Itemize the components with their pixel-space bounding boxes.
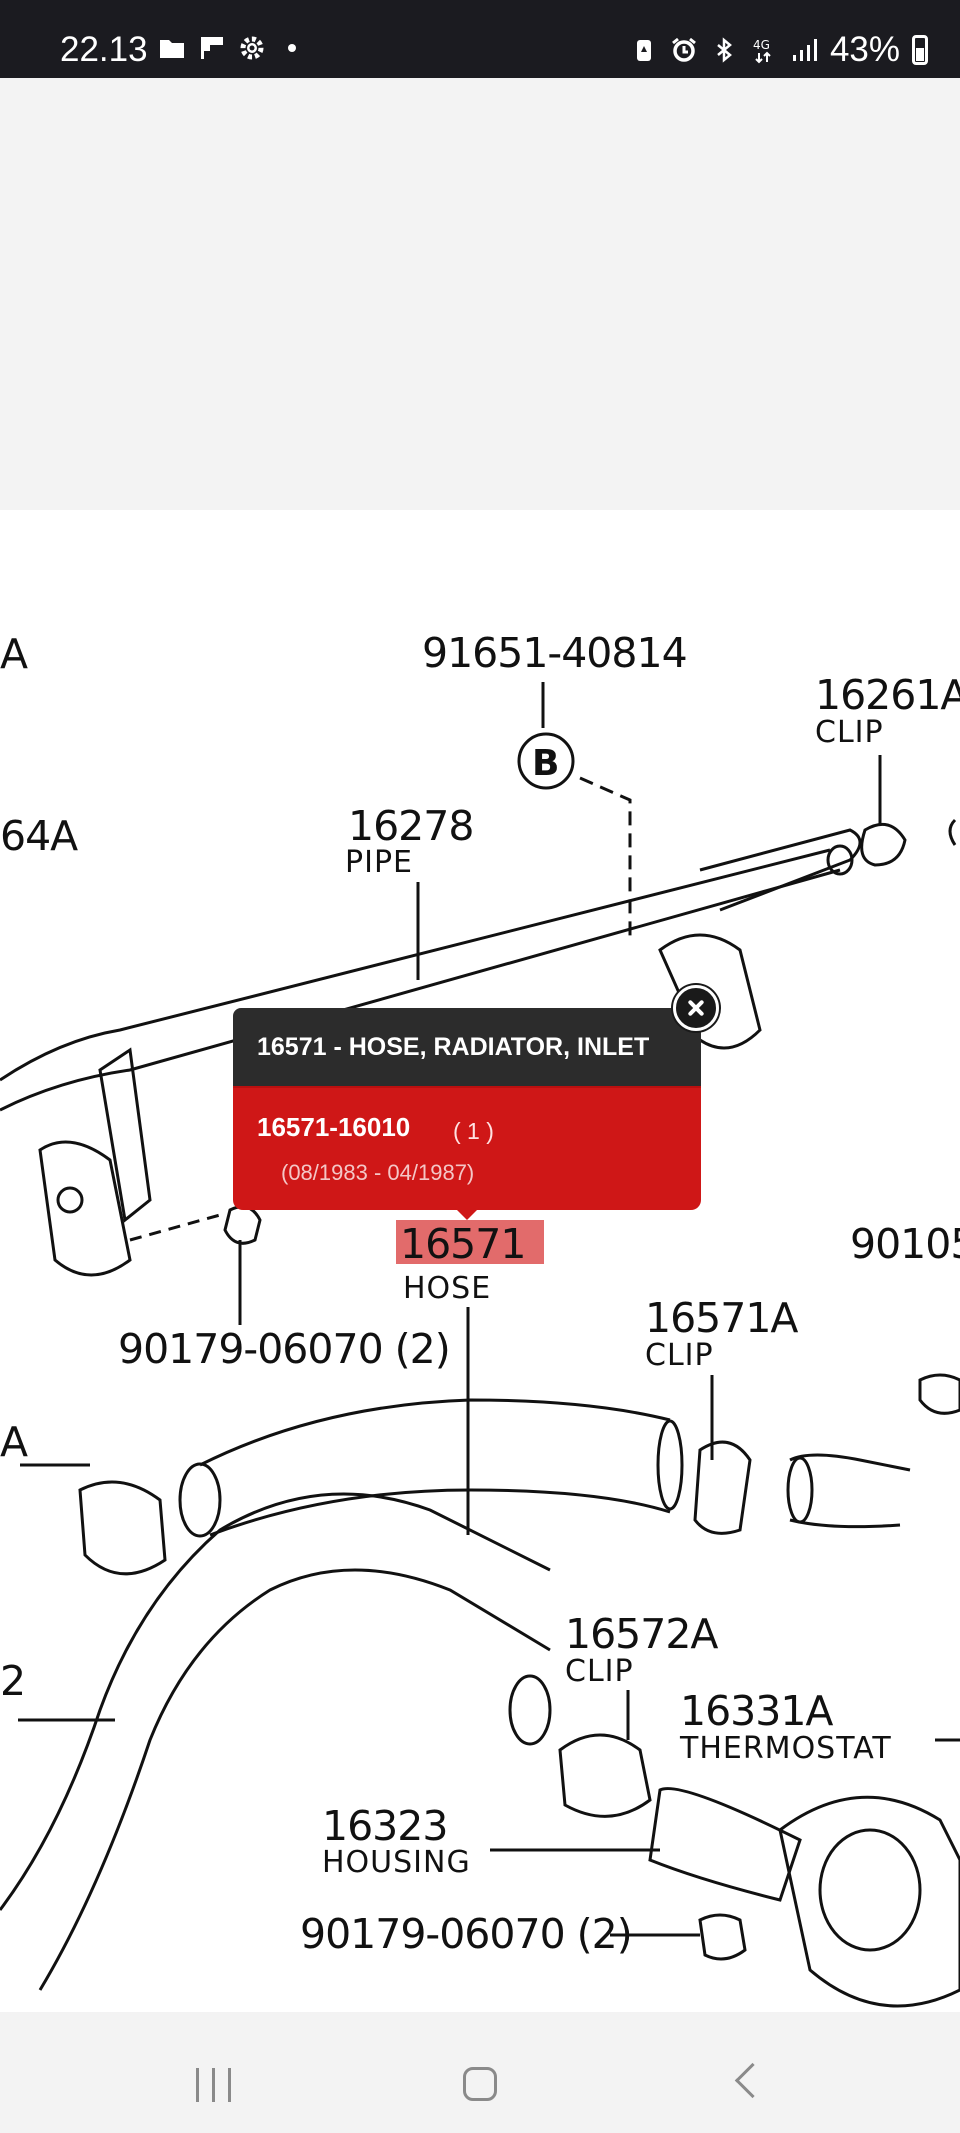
label-16261a[interactable]: 16261A bbox=[815, 671, 960, 719]
label-pipe: PIPE bbox=[345, 845, 413, 880]
blank-page-area bbox=[0, 78, 960, 510]
hose-16571-end-left bbox=[178, 1462, 222, 1538]
label-16331a[interactable]: 16331A bbox=[680, 1687, 834, 1735]
alarm-icon bbox=[672, 37, 696, 62]
label-16571a[interactable]: 16571A bbox=[645, 1294, 799, 1342]
marker-b-circle bbox=[517, 732, 575, 790]
battery-icon bbox=[912, 35, 928, 65]
housing-neck bbox=[648, 1787, 802, 1902]
signal-icon bbox=[792, 39, 817, 61]
pipe-lower-line bbox=[0, 868, 841, 1112]
network-type-label: 4G bbox=[753, 38, 770, 52]
outlet-pipe-bottom bbox=[789, 1518, 901, 1529]
label-hose: HOSE bbox=[403, 1271, 491, 1306]
label-16571-highlight[interactable]: 16571 bbox=[400, 1220, 526, 1268]
flange-bolt-hole bbox=[56, 1186, 84, 1214]
4g-icon: 4G bbox=[753, 38, 771, 64]
pipe-bracket-right bbox=[699, 828, 862, 912]
label-2: 2 bbox=[0, 1657, 25, 1705]
label-clip-mid: CLIP bbox=[645, 1338, 714, 1373]
label-90105: 90105 bbox=[850, 1220, 960, 1268]
popup-part-number[interactable]: 16571-16010 bbox=[257, 1112, 411, 1142]
outlet-pipe-top bbox=[789, 1453, 911, 1472]
battery-percent: 43% bbox=[829, 30, 900, 69]
gear-icon bbox=[240, 36, 264, 60]
hose-lower-outer bbox=[0, 1492, 551, 1911]
label-housing: HOUSING bbox=[322, 1845, 471, 1880]
folder-icon bbox=[160, 40, 184, 58]
hose-16571-end-right bbox=[656, 1419, 684, 1511]
dashed-nut-leader bbox=[129, 1213, 221, 1242]
status-time: 22.13 bbox=[60, 30, 148, 69]
hose-lower-inner bbox=[38, 1568, 551, 1991]
label-90179-06070-b[interactable]: 90179-06070 (2) bbox=[300, 1910, 633, 1958]
status-left-icons bbox=[158, 34, 306, 62]
label-91651-40814[interactable]: 91651-40814 bbox=[422, 629, 688, 677]
part-popup[interactable]: 16571 - HOSE, RADIATOR, INLET 16571-1601… bbox=[233, 1008, 701, 1220]
clip-16572a-part bbox=[558, 1733, 652, 1818]
outlet-pipe-end bbox=[786, 1456, 814, 1524]
status-bar: 22.13 4G 43% bbox=[0, 0, 960, 78]
battery-saver-icon bbox=[636, 40, 651, 61]
hose-lower-end bbox=[508, 1674, 552, 1746]
label-clip-low: CLIP bbox=[565, 1654, 634, 1689]
label-64a: 64A bbox=[0, 812, 78, 860]
edge-part-top-right bbox=[948, 818, 957, 846]
label-clip-top: CLIP bbox=[815, 715, 884, 750]
popup-date-range: (08/1983 - 04/1987) bbox=[281, 1160, 475, 1185]
flipboard-icon bbox=[201, 37, 223, 59]
clip-top-part bbox=[860, 822, 907, 867]
popup-close-button[interactable] bbox=[673, 985, 719, 1031]
bolt-90179-bottom bbox=[698, 1913, 747, 1961]
pipe-bracket-left bbox=[98, 1047, 152, 1223]
label-16278[interactable]: 16278 bbox=[348, 802, 474, 850]
edge-part-right bbox=[918, 1373, 960, 1415]
back-icon[interactable] bbox=[734, 2062, 771, 2099]
bluetooth-icon bbox=[717, 37, 732, 63]
parts-diagram-drawing: A 91651-40814 B 16261A CLIP 64A 16278 PI… bbox=[0, 629, 960, 2008]
popup-caret bbox=[455, 1208, 479, 1220]
popup-quantity: ( 1 ) bbox=[453, 1118, 494, 1144]
label-thermostat: THERMOSTAT bbox=[679, 1731, 892, 1766]
label-90179-06070-a[interactable]: 90179-06070 (2) bbox=[118, 1325, 451, 1373]
hose-16571-bottom bbox=[209, 1488, 671, 1537]
hotspot-highlight-16571[interactable] bbox=[396, 1220, 544, 1264]
pipe-bracket-mid bbox=[658, 933, 762, 1050]
label-a-top: A bbox=[0, 630, 28, 678]
navigation-bar bbox=[0, 2012, 960, 2133]
status-right-icons: 4G 43% bbox=[630, 30, 928, 70]
pipe-upper-line bbox=[0, 848, 831, 1082]
home-icon[interactable] bbox=[463, 2067, 497, 2101]
pipe-flange-left bbox=[38, 1140, 132, 1277]
hose-16571-top bbox=[199, 1398, 671, 1467]
nut-90179-top bbox=[223, 1205, 262, 1245]
label-16572a[interactable]: 16572A bbox=[565, 1610, 719, 1658]
leader-b-dashed bbox=[579, 776, 632, 940]
thermostat-opening bbox=[818, 1828, 922, 1952]
parts-diagram[interactable]: A 91651-40814 B 16261A CLIP 64A 16278 PI… bbox=[0, 510, 960, 2012]
popup-part-row[interactable]: 16571-16010 ( 1 ) (08/1983 - 04/1987) bbox=[233, 1086, 701, 1210]
popup-title: 16571 - HOSE, RADIATOR, INLET bbox=[233, 1008, 701, 1086]
recents-icon[interactable] bbox=[194, 2068, 234, 2102]
clip-left-part bbox=[78, 1480, 167, 1576]
label-16323[interactable]: 16323 bbox=[322, 1802, 448, 1850]
clip-16571a-part bbox=[693, 1440, 752, 1535]
label-a-mid: A bbox=[0, 1418, 28, 1466]
marker-b-label: B bbox=[532, 743, 559, 784]
thermostat-housing-part bbox=[778, 1795, 960, 2008]
dot-icon bbox=[288, 44, 296, 52]
